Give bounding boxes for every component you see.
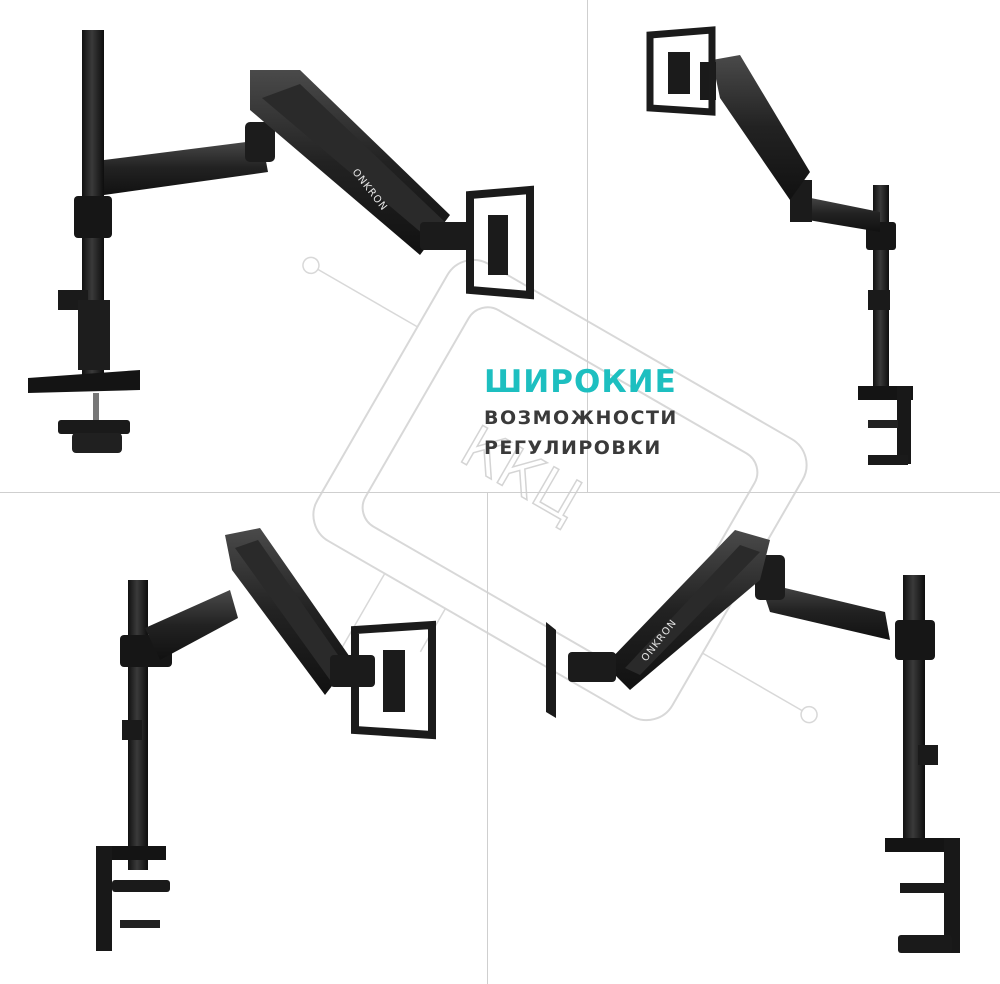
watermark-text: ККЦ (450, 412, 594, 535)
monitor-arm-top-left: ONKRON (28, 30, 534, 453)
watermark-stamp: ККЦ (302, 256, 818, 724)
headline: ШИРОКИЕ (484, 364, 677, 400)
divider-horizontal (0, 492, 1000, 493)
monitor-arm-bottom-left (96, 528, 436, 951)
divider-vertical-top (587, 0, 588, 492)
monitor-arm-bottom-right: ONKRON (546, 530, 960, 953)
divider-vertical-bottom (487, 492, 488, 984)
monitor-arm-top-right (646, 26, 913, 465)
subline-1: ВОЗМОЖНОСТИ (484, 407, 678, 429)
subline-2: РЕГУЛИРОВКИ (484, 437, 662, 459)
